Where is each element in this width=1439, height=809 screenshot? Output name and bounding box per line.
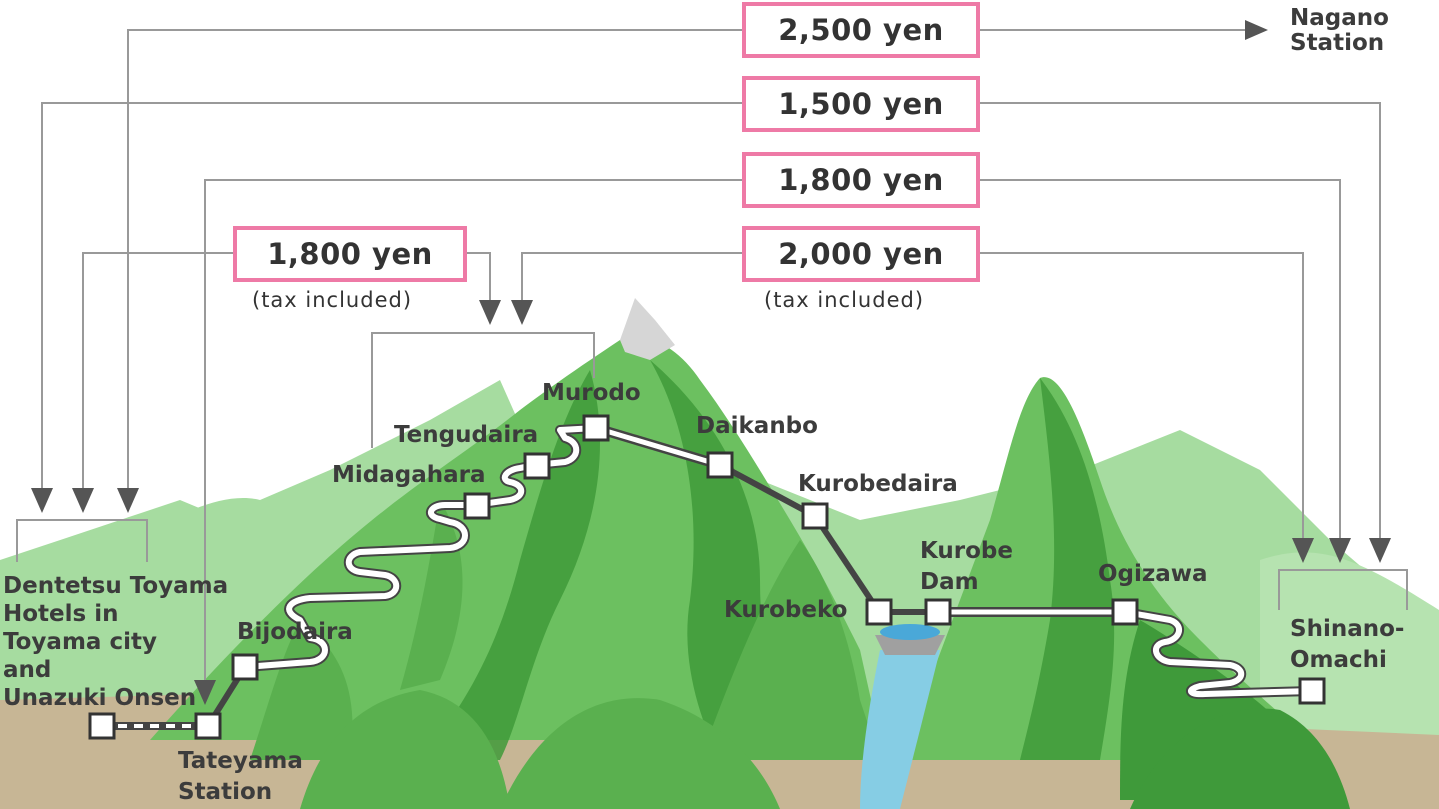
arrow-murodo-1: [479, 300, 501, 325]
arrow-shinano-1: [1292, 538, 1314, 563]
arrow-hotels-3: [117, 488, 139, 513]
route-lines: [102, 423, 1317, 730]
fare-box-1500: 1,500 yen: [742, 76, 980, 132]
arrow-tateyama: [194, 680, 216, 705]
station-marker-tengudaira: [523, 452, 551, 480]
label-tengudaira: Tengudaira: [394, 422, 539, 448]
arrow-hotels-2: [72, 488, 94, 513]
label-ogizawa: Ogizawa: [1098, 561, 1208, 587]
label-hotels: Dentetsu Toyama Hotels in Toyama city an…: [3, 573, 229, 711]
arrow-nagano: [1245, 20, 1268, 40]
fare-box-2000: 2,000 yen: [742, 226, 980, 282]
label-kurobedaira: Kurobedaira: [798, 471, 958, 497]
label-daikanbo: Daikanbo: [696, 413, 818, 439]
fare-bracket-lines: [16, 29, 1408, 680]
foreground-hill-mid: [500, 698, 780, 809]
arrow-murodo-2: [511, 300, 533, 325]
station-marker-kurobeko: [865, 598, 893, 626]
station-marker-tateyama: [194, 712, 222, 740]
station-marker-kurobe-dam: [924, 598, 952, 626]
label-murodo: Murodo: [542, 380, 641, 406]
label-bijodaira: Bijodaira: [237, 619, 353, 645]
station-marker-midagahara: [463, 492, 491, 520]
station-markers: [88, 414, 1326, 740]
label-kurobe-dam: Kurobe Dam: [920, 538, 1013, 595]
kurobe-river: [860, 650, 940, 809]
arrow-shinano-3: [1369, 538, 1391, 563]
tax-note-left: (tax included): [252, 288, 413, 312]
label-kurobeko: Kurobeko: [724, 597, 848, 623]
fare-box-1800-left: 1,800 yen: [233, 226, 467, 282]
station-marker-ogizawa: [1111, 598, 1139, 626]
label-midagahara: Midagahara: [332, 462, 486, 488]
station-marker-kurobedaira: [801, 502, 829, 530]
fare-label: 1,800 yen: [267, 237, 433, 271]
station-marker-shinano-omachi: [1298, 677, 1326, 705]
label-shinano-omachi: Shinano- Omachi: [1290, 616, 1405, 673]
fare-box-2500: 2,500 yen: [742, 2, 980, 58]
arrow-hotels-1: [31, 488, 53, 513]
arrow-shinano-2: [1329, 538, 1351, 563]
foreground-hill-right: [1130, 708, 1350, 809]
fare-label: 2,000 yen: [778, 237, 944, 271]
fare-label: 2,500 yen: [778, 13, 944, 47]
fare-label: 1,500 yen: [778, 87, 944, 121]
kurobe-dam: [875, 635, 945, 655]
kurobeko-mountain: [700, 540, 880, 760]
arrowheads: [31, 20, 1391, 705]
label-tateyama-station: Tateyama Station: [178, 748, 303, 805]
tax-note-right: (tax included): [764, 288, 925, 312]
station-marker-murodo: [582, 414, 610, 442]
station-marker-daikanbo: [706, 451, 734, 479]
foreground-hill-left: [300, 690, 510, 809]
fare-box-1800-right: 1,800 yen: [742, 152, 980, 208]
label-nagano-station: Nagano Station: [1290, 5, 1389, 56]
station-marker-hotels: [88, 712, 116, 740]
dam-lake: [880, 624, 940, 640]
fare-label: 1,800 yen: [778, 163, 944, 197]
station-marker-bijodaira: [231, 653, 259, 681]
